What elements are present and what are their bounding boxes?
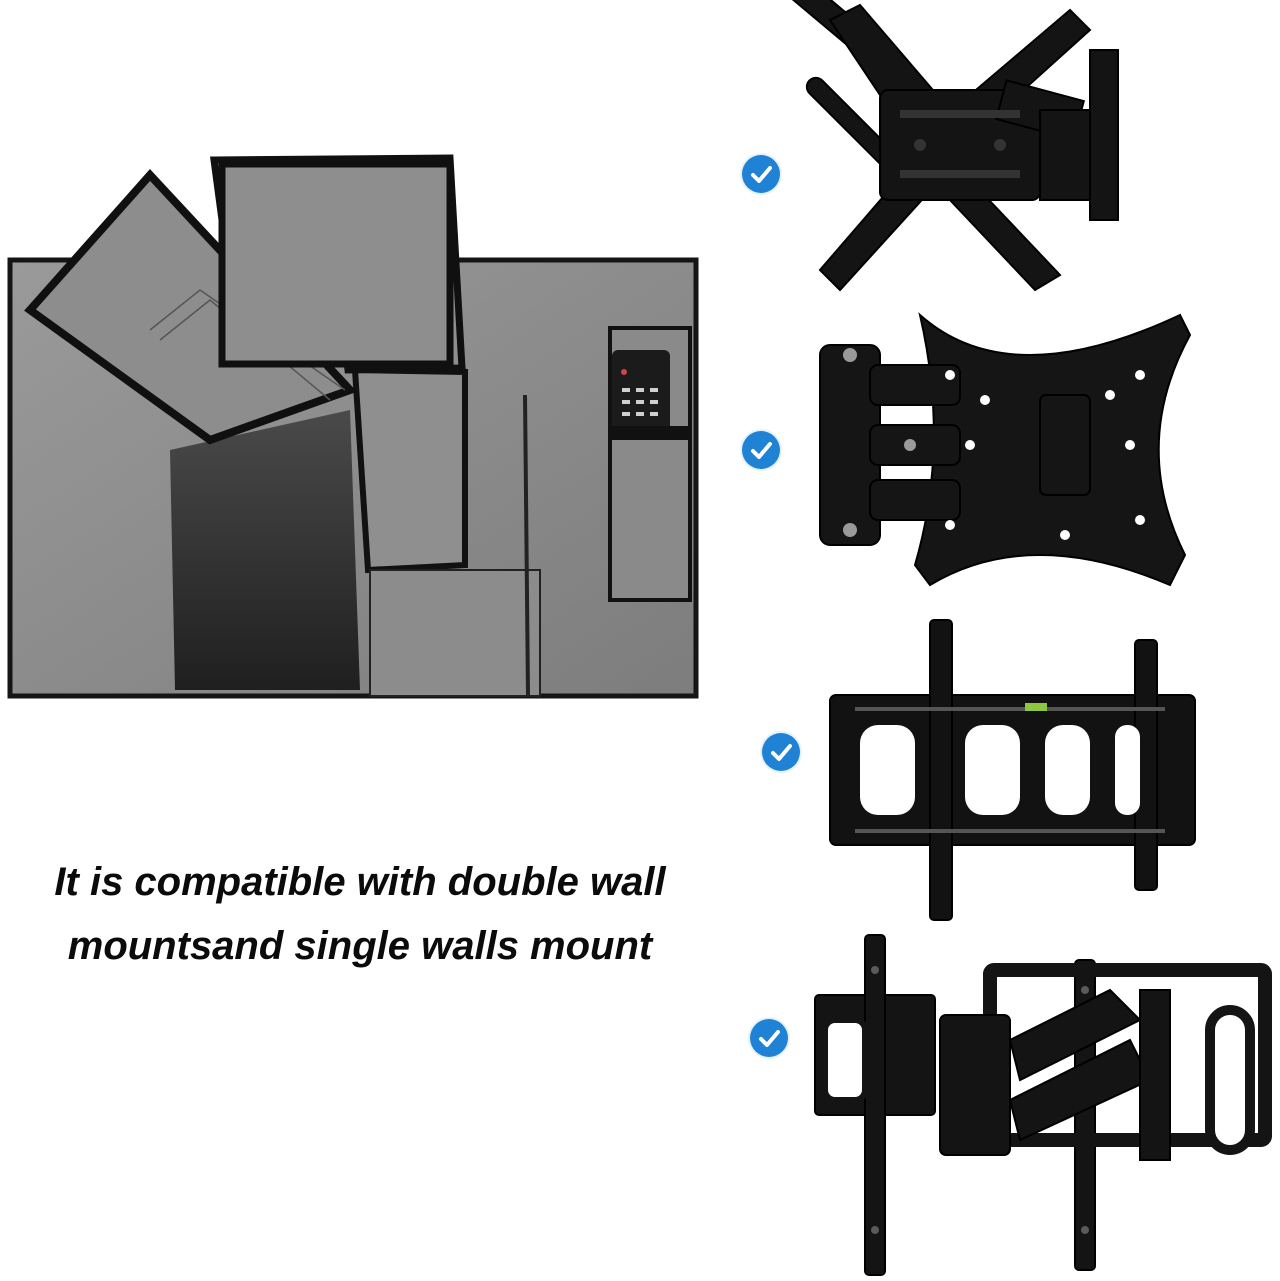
dual-arm-mount-image	[814, 934, 1272, 1276]
check-icon	[750, 1019, 788, 1057]
check-icon	[742, 155, 780, 193]
swivel-mount-image	[819, 312, 1192, 587]
cover-side-flap	[24, 169, 358, 445]
tv-cover-image	[7, 154, 699, 699]
tilt-mount-image	[829, 619, 1196, 921]
caption-line-2: mountsand single walls mount	[67, 924, 653, 968]
compatibility-caption: It is compatible with double wall mounts…	[0, 850, 720, 978]
cover-dark-window	[170, 410, 360, 690]
cover-center-flap	[351, 366, 468, 574]
check-icon	[762, 733, 800, 771]
check-icon	[742, 431, 780, 469]
articulating-mount-image	[778, 0, 1119, 292]
caption-line-1: It is compatible with double wall	[54, 860, 666, 904]
